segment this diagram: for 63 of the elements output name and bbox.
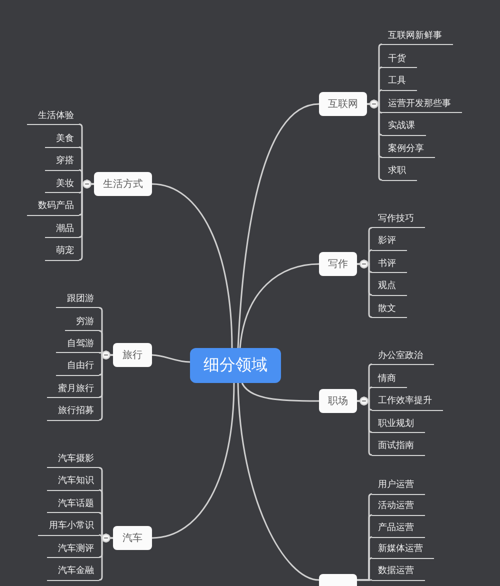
subtopic-label: 潮品	[45, 222, 79, 238]
subtopic-label: 自由行	[56, 359, 99, 376]
subtopic-label: 面试指南	[372, 439, 425, 456]
subtopic-label: 散文	[372, 302, 407, 318]
connector-line	[357, 396, 372, 456]
subtopic-label: 汽车金融	[47, 564, 99, 581]
central-topic-box: 细分领域	[190, 348, 281, 383]
subtopic-label: 数码产品	[27, 199, 79, 216]
subtopic-label: 美妆	[45, 176, 79, 194]
subtopic-label: 写作技巧	[372, 212, 425, 228]
subtopic-label: 职业规划	[372, 416, 425, 434]
subtopic-label: 书评	[372, 256, 407, 274]
topic-box: 写作	[319, 252, 357, 276]
subtopic-label: 情商	[372, 372, 407, 388]
connector-line	[237, 382, 320, 581]
connector-line	[98, 350, 113, 421]
connector-line	[239, 263, 320, 348]
topic-box: 职场	[319, 389, 357, 413]
subtopic-label: 穿搭	[45, 154, 79, 171]
subtopic-label: 用车小常识	[38, 519, 99, 536]
connector-line	[98, 534, 113, 581]
connector-line	[367, 100, 382, 181]
subtopic-label: 产品运营	[372, 521, 425, 538]
subtopic-label: 影评	[372, 234, 407, 251]
subtopic-label: 汽车测评	[47, 542, 99, 558]
connector-line	[152, 183, 233, 348]
topic-box: 互联网	[319, 92, 367, 116]
subtopic-label: 生活体验	[27, 108, 79, 126]
subtopic-label: 旅行招募	[47, 404, 99, 421]
connector-line	[241, 382, 319, 402]
subtopic-label: 求职	[382, 164, 417, 181]
connector-line	[237, 103, 320, 348]
connector-line	[152, 354, 190, 363]
subtopic-label: 萌宠	[45, 244, 79, 261]
topic-box	[319, 574, 357, 586]
subtopic-label: 汽车话题	[47, 496, 99, 514]
subtopic-label: 实战课	[382, 119, 426, 136]
topic-box: 旅行	[113, 343, 152, 367]
subtopic-label: 用户运营	[372, 478, 425, 495]
connector-line	[152, 382, 235, 539]
subtopic-label: 办公室政治	[372, 348, 434, 366]
subtopic-label: 活动运营	[372, 499, 425, 516]
subtopic-label: 汽车知识	[47, 474, 99, 491]
subtopic-label: 新媒体运营	[372, 542, 434, 559]
connector-line	[357, 260, 372, 318]
subtopic-label: 穷游	[65, 314, 99, 332]
subtopic-label: 案例分享	[382, 142, 435, 158]
connector-line	[357, 579, 372, 581]
subtopic-label: 跟团游	[56, 292, 99, 308]
topic-box: 汽车	[113, 526, 152, 550]
subtopic-label: 自驾游	[56, 336, 99, 354]
subtopic-label: 互联网新鲜事	[382, 28, 453, 46]
subtopic-label: 工具	[382, 74, 417, 91]
subtopic-label: 干货	[382, 52, 417, 68]
subtopic-label: 观点	[372, 279, 407, 296]
subtopic-label: 数据运营	[372, 564, 425, 581]
subtopic-label: 工作效率提升	[372, 394, 443, 411]
connector-line	[78, 180, 94, 261]
subtopic-label: 运营开发那些事	[382, 96, 462, 114]
subtopic-label: 汽车摄影	[47, 452, 99, 468]
topic-box: 生活方式	[94, 172, 152, 196]
subtopic-label: 美食	[45, 132, 79, 148]
subtopic-label: 蜜月旅行	[47, 382, 99, 398]
